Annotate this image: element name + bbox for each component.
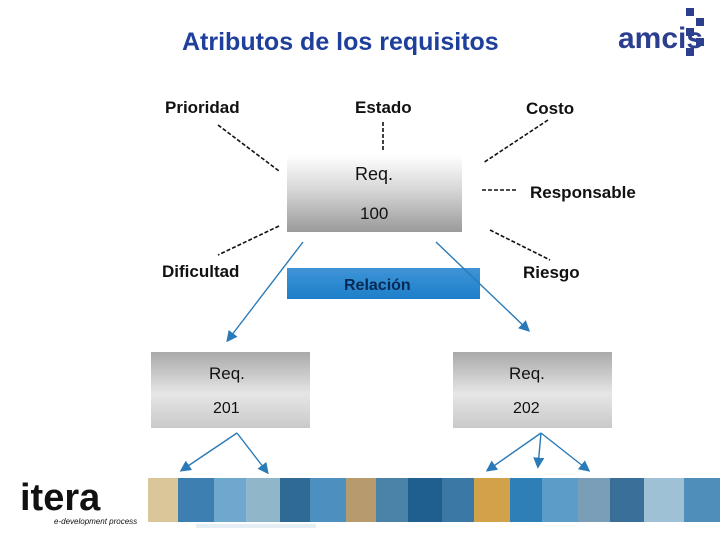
arrow-202-right [540,432,591,472]
connector-riesgo [489,229,551,261]
requirement-201-label: Req. [209,364,245,383]
relation-box: Relación [287,268,480,299]
arrow-202-left [485,432,542,472]
requirement-202-label: Req. [509,364,545,383]
requirement-100-label: Req. [355,164,394,184]
arrow-to-req-202 [435,241,531,332]
connector-prioridad [217,124,280,172]
attr-estado: Estado [355,98,412,117]
requirement-100-id: 100 [360,204,389,223]
requirement-100-box: Req. 100 [287,155,462,232]
attr-riesgo: Riesgo [523,263,580,282]
itera-wordmark: itera [20,477,101,519]
itera-logo: itera e-development process [20,477,137,526]
decorative-image-strip [148,478,720,522]
attr-prioridad: Prioridad [165,98,240,117]
relation-label: Relación [344,277,411,294]
attr-costo: Costo [526,99,575,118]
arrow-201-left [179,432,238,472]
amcis-logo: amcis [618,8,704,56]
arrow-202-middle [533,432,545,469]
requirement-202-box: Req. 202 [453,352,612,428]
itera-tagline: e-development process [54,517,137,526]
requirement-202-id: 202 [513,400,540,417]
attr-responsable: Responsable [530,183,636,202]
connector-costo [482,119,549,164]
logo-wordmark: amcis [618,22,703,55]
decorative-strip-caption [196,524,316,528]
requirement-201-box: Req. 201 [151,352,310,428]
arrow-to-req-201 [226,241,304,343]
requirement-201-id: 201 [213,400,240,417]
attr-dificultad: Dificultad [162,262,240,281]
connector-dificultad [217,225,280,256]
arrow-201-right [236,432,269,475]
slide-title: Atributos de los requisitos [182,28,499,56]
